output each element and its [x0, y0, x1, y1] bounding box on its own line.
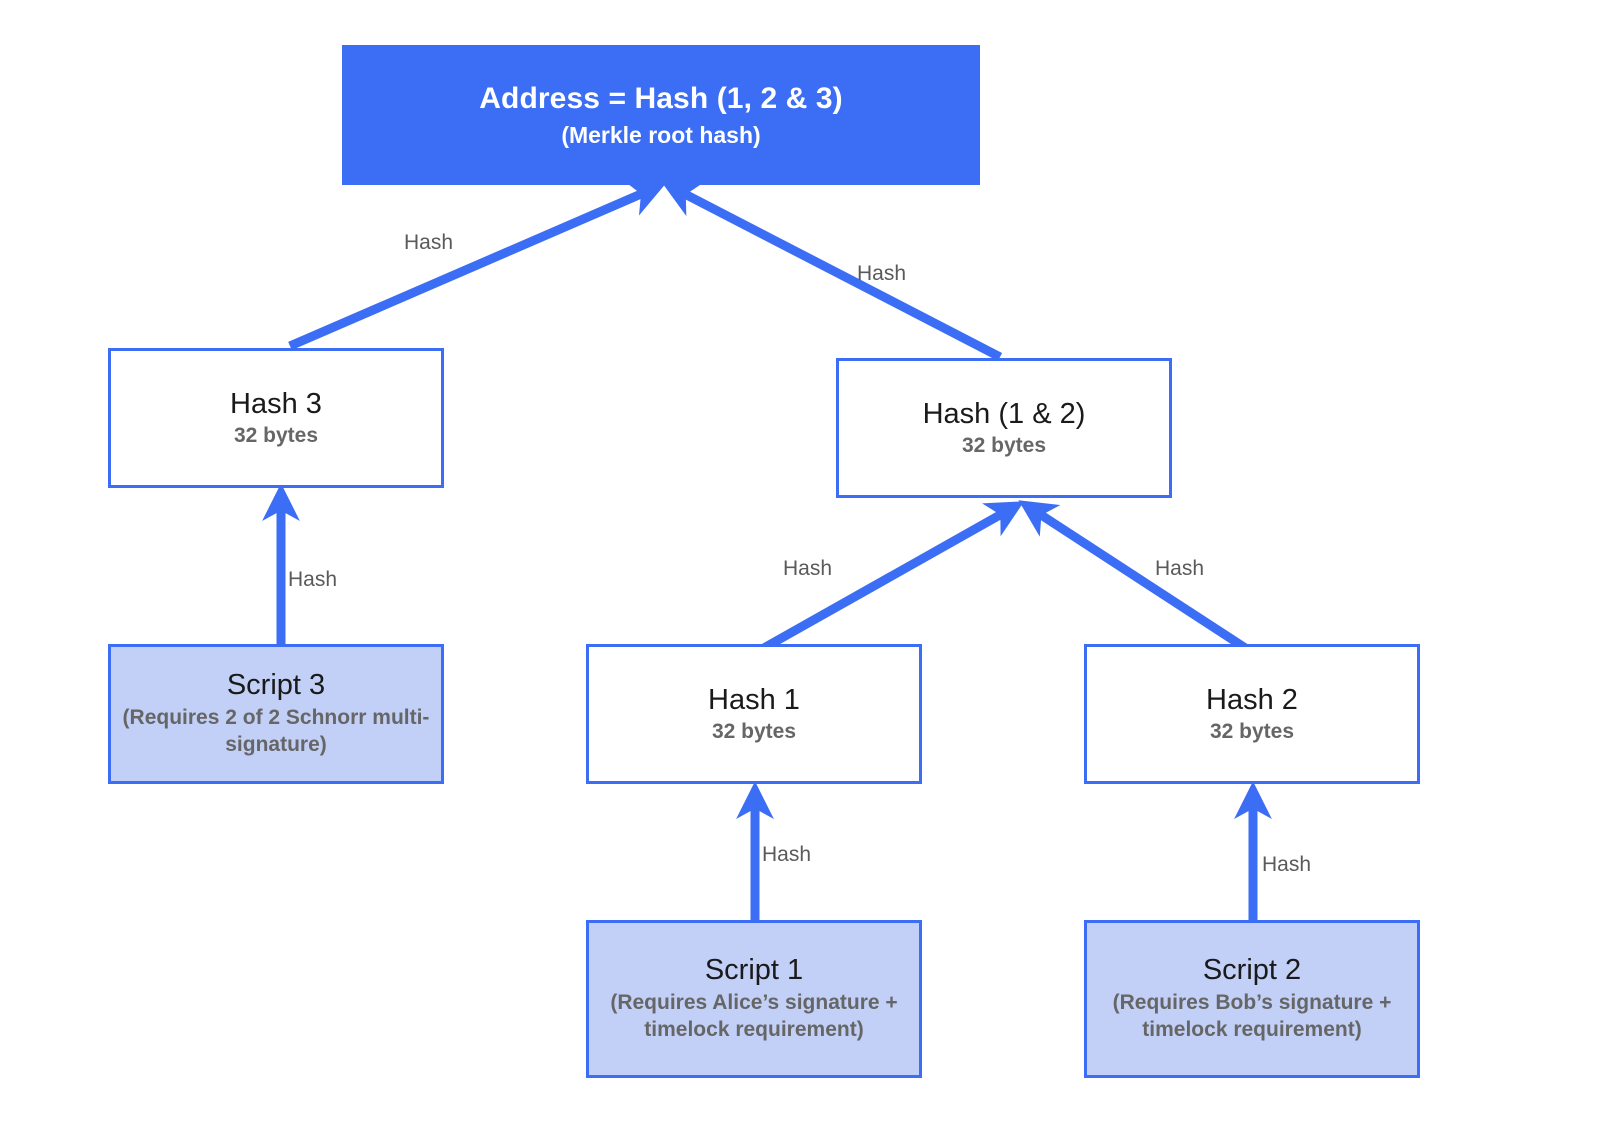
hash1-size: 32 bytes [711, 720, 797, 744]
hash3-title: Hash 3 [230, 387, 322, 420]
script1-description: (Requires Alice’s signature + timelock r… [610, 990, 898, 1041]
script2-title: Script 2 [1202, 954, 1302, 987]
edge-hash2-to-hash12 [1018, 500, 1256, 657]
node-script-3[interactable]: Script 3 (Requires 2 of 2 Schnorr multi-… [108, 644, 444, 784]
edge-hash1-to-hash12 [752, 501, 1025, 657]
hash2-title: Hash 2 [1206, 683, 1298, 716]
edge-label-script2-to-hash2: Hash [1262, 853, 1312, 876]
edge-label-hash2-to-hash12: Hash [1155, 557, 1205, 580]
script3-description: (Requires 2 of 2 Schnorr multi-signature… [122, 705, 430, 756]
node-hash-1-and-2[interactable]: Hash (1 & 2) 32 bytes [836, 358, 1172, 498]
node-script-1[interactable]: Script 1 (Requires Alice’s signature + t… [586, 920, 922, 1078]
edge-label-hash3-to-root: Hash [404, 231, 454, 254]
edge-hash12-to-root [661, 181, 1003, 361]
hash12-size: 32 bytes [961, 434, 1047, 458]
root-title: Address = Hash (1, 2 & 3) [479, 81, 843, 115]
hash12-title: Hash (1 & 2) [922, 397, 1086, 430]
script2-description: (Requires Bob’s signature + timelock req… [1112, 990, 1392, 1041]
hash2-size: 32 bytes [1209, 720, 1295, 744]
hash1-title: Hash 1 [708, 683, 800, 716]
root-subtitle: (Merkle root hash) [561, 121, 761, 148]
edge-label-hash12-to-root: Hash [857, 262, 907, 285]
hash3-size: 32 bytes [233, 424, 319, 448]
edge-label-script3-to-hash3: Hash [288, 568, 338, 591]
edge-label-script1-to-hash1: Hash [762, 843, 812, 866]
node-hash-1[interactable]: Hash 1 32 bytes [586, 644, 922, 784]
node-merkle-root[interactable]: Address = Hash (1, 2 & 3) (Merkle root h… [342, 45, 980, 185]
edge-hash3-to-root [288, 180, 667, 351]
script1-title: Script 1 [704, 954, 804, 987]
node-hash-2[interactable]: Hash 2 32 bytes [1084, 644, 1420, 784]
node-hash-3[interactable]: Hash 3 32 bytes [108, 348, 444, 488]
node-script-2[interactable]: Script 2 (Requires Bob’s signature + tim… [1084, 920, 1420, 1078]
script3-title: Script 3 [226, 669, 326, 702]
edge-label-hash1-to-hash12: Hash [783, 557, 833, 580]
